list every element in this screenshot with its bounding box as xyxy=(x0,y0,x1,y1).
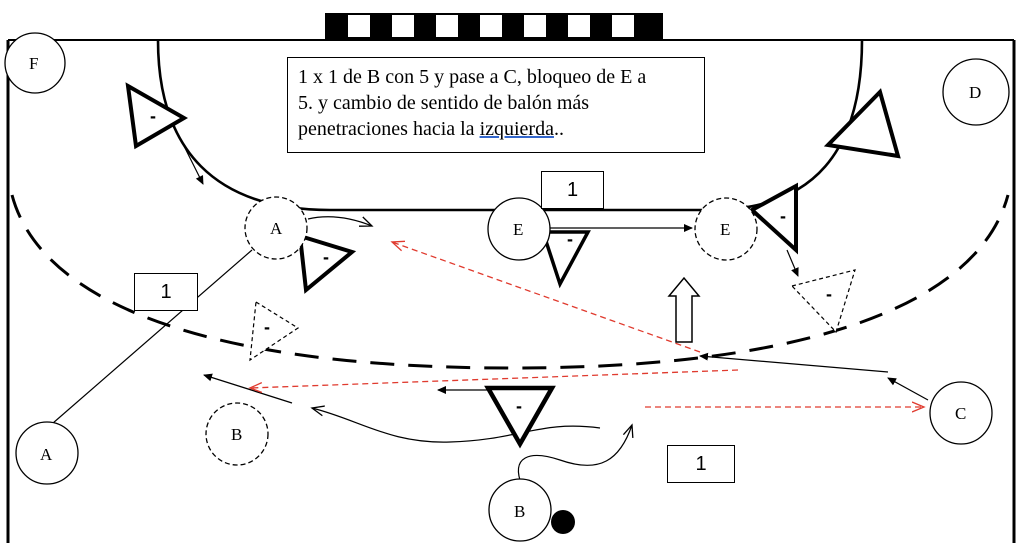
defender-under-E: - xyxy=(540,229,591,289)
instruction-caption: 1 x 1 de B con 5 y pase a C, bloqueo de … xyxy=(287,57,705,153)
move-B-left xyxy=(203,373,293,404)
svg-text:A: A xyxy=(270,219,283,238)
attacker-B-start: B xyxy=(488,478,552,542)
svg-text:-: - xyxy=(516,396,522,416)
sequence-box-top: 1 xyxy=(541,171,604,209)
svg-text:D: D xyxy=(969,83,981,102)
svg-text:B: B xyxy=(231,425,242,444)
svg-text:B: B xyxy=(514,502,525,521)
svg-text:E: E xyxy=(513,220,523,239)
defender-near-E-right: - xyxy=(748,182,798,255)
caption-line-3-suffix: .. xyxy=(553,118,564,140)
ball xyxy=(551,510,575,534)
svg-text:-: - xyxy=(826,284,832,304)
cut-line-A xyxy=(44,249,253,431)
attacker-E-new: E xyxy=(694,197,758,261)
caption-line-3: penetraciones hacia la izquierda.. xyxy=(298,116,694,142)
svg-text:E: E xyxy=(720,220,730,239)
attacker-B-new: B xyxy=(205,402,269,466)
defender-center: - xyxy=(484,385,556,449)
attacker-E-start: E xyxy=(487,197,551,261)
screen-block-arrow xyxy=(667,276,701,343)
caption-line-1: 1 x 1 de B con 5 y pase a C, bloqueo de … xyxy=(298,66,647,88)
caption-line-2: 5. y cambio de sentido de balón más xyxy=(298,92,590,114)
attacker-C: C xyxy=(929,381,993,445)
attacker-D: D xyxy=(942,58,1010,126)
pass-C-to-left xyxy=(250,369,739,388)
defender-dashed-left: - xyxy=(249,300,300,362)
move-C-diagonal xyxy=(887,377,929,401)
attacker-F: F xyxy=(4,32,66,94)
defender-move-right xyxy=(786,249,799,277)
dribble-B-wave xyxy=(312,408,601,443)
svg-text:-: - xyxy=(264,317,270,337)
sequence-box-bottom: 1 xyxy=(667,445,735,483)
defender-top-right xyxy=(823,88,901,159)
svg-text:-: - xyxy=(323,247,329,267)
dribble-B-curl xyxy=(517,425,632,487)
caption-line-3-prefix: penetraciones hacia la xyxy=(298,118,480,140)
svg-text:-: - xyxy=(780,206,786,226)
svg-text:F: F xyxy=(29,54,38,73)
pass-to-A xyxy=(392,242,701,353)
defender-near-A: - xyxy=(297,233,357,294)
defender-move-top-left xyxy=(179,137,204,185)
sequence-box-left: 1 xyxy=(134,273,198,311)
attacker-A-start: A xyxy=(15,421,79,485)
attacker-A-new: A xyxy=(244,196,308,260)
defender-top-left: - xyxy=(125,82,188,150)
svg-text:-: - xyxy=(567,229,573,249)
svg-text:-: - xyxy=(150,106,156,126)
svg-text:C: C xyxy=(955,404,966,423)
move-C-left xyxy=(699,352,889,373)
caption-underlined-word: izquierda xyxy=(479,118,554,140)
defender-dashed-right: - xyxy=(790,269,856,334)
goal xyxy=(325,13,663,39)
free-throw-line xyxy=(10,194,1010,370)
svg-text:A: A xyxy=(40,445,53,464)
move-A-right xyxy=(307,216,372,226)
